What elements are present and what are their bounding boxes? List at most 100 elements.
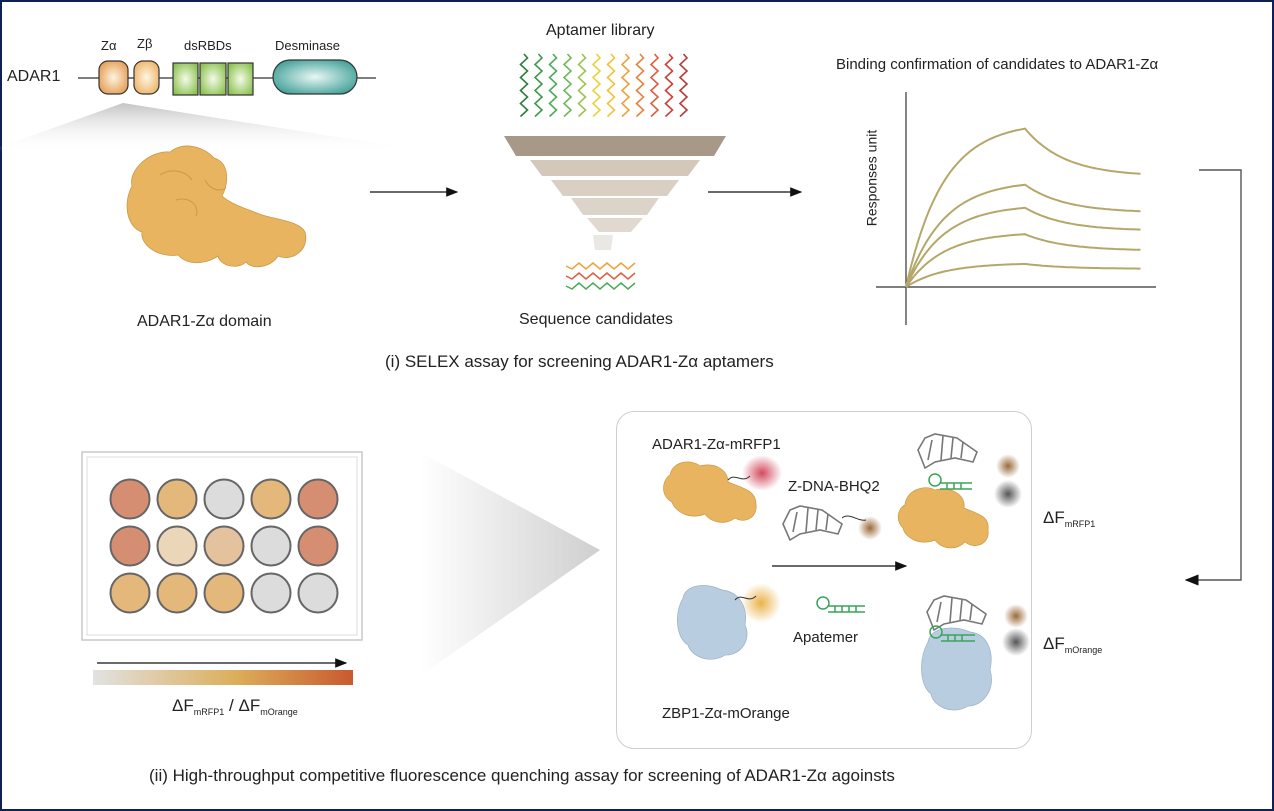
plate-wells [109,478,339,614]
plate-well [156,525,198,567]
selex-funnel [504,136,726,250]
scale-label-main-1: ΔF [172,696,194,715]
library-sequence [548,53,558,118]
sensorgram-curve-3 [905,206,1141,288]
plate-well [156,478,198,520]
linker-3 [841,515,867,521]
library-sequence [519,53,529,118]
bhq2-quencher-bound-1 [996,454,1020,478]
scale-label-slash: / [229,696,234,715]
plate-well [297,478,339,520]
zbp1-za-product-structure [921,627,992,711]
funnel-tier [504,136,726,156]
domain-label-zb: Zβ [137,36,153,51]
library-sequence [533,53,544,118]
aptamer-bound-2 [929,625,975,642]
quenched-fluorophore-1 [994,480,1022,508]
delta-f-morange-sub: mOrange [1064,645,1103,655]
delta-f-morange-main: ΔF [1043,634,1065,653]
funnel-tier [587,218,643,232]
plate-well [250,478,292,520]
aptamer-library-waves [519,53,689,118]
library-sequence [635,53,645,118]
domain-dsrbd-2 [199,62,227,96]
plate-well [203,572,245,614]
candidate-sequence [565,272,636,280]
part2-caption: (ii) High-throughput competitive fluores… [149,766,895,785]
adar-fusion-label: ADAR1-Zα-mRFP1 [652,436,781,453]
scale-label: ΔFmRFP1 / ΔFmOrange [172,696,298,717]
plate-well [203,525,245,567]
library-sequence [591,53,602,118]
plate-well [109,478,151,520]
plate-well [297,572,339,614]
zbp1-za-structure [677,585,748,660]
quenched-fluorophore-2 [1002,628,1030,656]
connector-arrow [1184,169,1242,586]
ratio-color-scale [93,670,353,685]
plate-well [109,525,151,567]
linker [727,475,751,481]
structure-label: ADAR1-Zα domain [137,313,272,330]
binding-chart [876,92,1156,325]
protein-label: ADAR1 [7,68,61,85]
sensorgram-curve-1 [905,127,1141,288]
zoom-projection [0,103,400,152]
library-sequence [577,53,587,118]
library-sequence [620,53,631,118]
funnel-tier [530,160,700,176]
funnel-tier [571,198,659,215]
domain-label-za: Zα [101,38,117,53]
scale-label-sub-1: mRFP1 [193,707,225,717]
sensorgram-curve-5 [905,262,1141,288]
bhq2-quencher-bound-2 [1004,604,1028,628]
binding-chart-title: Binding confirmation of candidates to AD… [836,56,1159,73]
aptamer-hairpin [816,596,865,613]
assay-panel [616,411,1032,749]
zbp-fusion-label: ZBP1-Zα-mOrange [662,705,790,722]
domain-zb [133,60,160,95]
candidate-sequence [565,262,636,270]
plate-well [109,572,151,614]
linker-2 [734,595,757,601]
sensorgram-curve-4 [905,233,1141,288]
zdna-label: Z-DNA-BHQ2 [788,478,880,495]
part1-caption: (i) SELEX assay for screening ADAR1-Zα a… [385,352,774,371]
domain-desminase [272,59,358,95]
delta-f-morange: ΔFmOrange [1043,634,1103,655]
plate-well [250,572,292,614]
z-dna-hairpin [782,505,843,542]
scale-label-sub-2: mOrange [260,707,298,717]
library-label: Aptamer library [546,22,655,39]
library-sequence [606,53,616,118]
domain-dsrbd-3 [227,62,254,96]
bhq2-quencher [858,516,882,540]
delta-f-mrfp1: ΔFmRFP1 [1043,508,1096,529]
candidate-sequence [565,282,636,290]
plate-well [250,525,292,567]
binding-chart-ylabel: Responses unit [863,129,880,227]
adar1-za-structure [126,145,307,268]
plate-projection [420,452,600,676]
domain-za [98,60,129,95]
plate-well [156,572,198,614]
domain-label-dsrbds: dsRBDs [184,38,232,53]
morange-fluorophore [741,583,781,623]
library-sequence [649,53,660,118]
library-sequence [678,53,689,118]
sequence-candidate-waves [565,262,636,290]
aptamer-label: Apatemer [793,629,859,646]
library-sequence [664,53,674,118]
sensorgram-curve-2 [905,183,1141,288]
well-plate-inner [86,456,358,636]
adar1-za-mrfp1-structure [663,461,757,523]
adar1-za-product-structure [897,487,989,549]
funnel-tier [551,180,679,196]
plate-well [203,478,245,520]
library-sequence [562,53,573,118]
delta-f-mrfp1-sub: mRFP1 [1064,519,1096,529]
delta-f-mrfp1-main: ΔF [1043,508,1065,527]
aptamer-bound-1 [928,473,972,490]
